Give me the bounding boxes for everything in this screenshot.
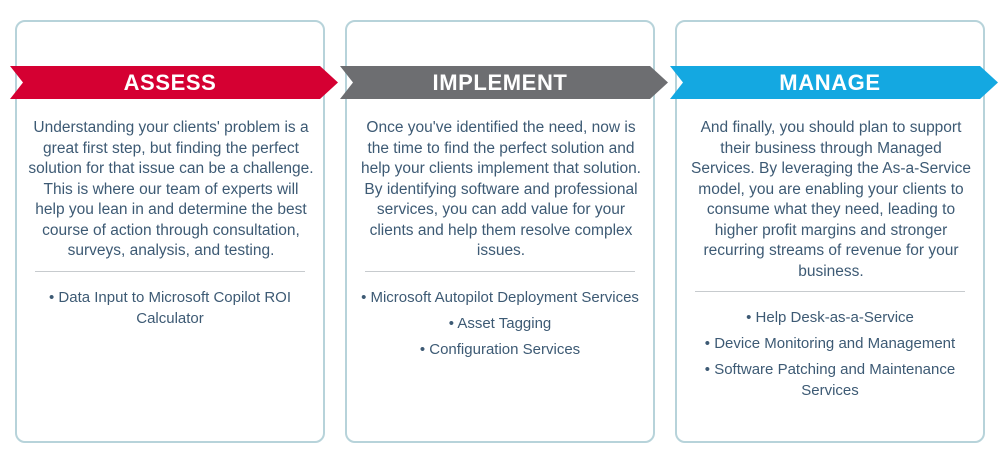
manage-body-text: And finally, you should plan to support … <box>691 119 971 280</box>
assess-body-text: Understanding your clients' problem is a… <box>28 119 314 259</box>
assess-bullet-list: Data Input to Microsoft Copilot ROI Calc… <box>27 287 313 329</box>
bullet-item: Microsoft Autopilot Deployment Services <box>357 287 643 308</box>
card-manage-content: And finally, you should plan to support … <box>677 22 983 401</box>
bullet-item: Data Input to Microsoft Copilot ROI Calc… <box>44 287 296 329</box>
manage-bullet-list: Help Desk-as-a-Service Device Monitoring… <box>687 307 973 401</box>
assess-divider <box>35 270 305 272</box>
implement-arrow-banner <box>340 66 668 99</box>
bullet-item: Software Patching and Maintenance Servic… <box>704 359 956 401</box>
implement-bullet-list: Microsoft Autopilot Deployment Services … <box>357 287 643 360</box>
bullet-item: Configuration Services <box>357 339 643 360</box>
implement-body-text: Once you've identified the need, now is … <box>360 119 641 259</box>
implement-title: IMPLEMENT <box>432 69 568 95</box>
assess-arrow-banner <box>10 66 338 99</box>
manage-title: MANAGE <box>779 69 881 95</box>
arrow-ribbon-shape <box>340 66 668 99</box>
bullet-item: Asset Tagging <box>357 313 643 334</box>
arrow-ribbon-shape <box>10 66 338 99</box>
bullet-item: Help Desk-as-a-Service <box>687 307 973 328</box>
card-assess-content: Understanding your clients' problem is a… <box>17 22 323 329</box>
manage-arrow-banner <box>670 66 998 99</box>
bullet-item: Device Monitoring and Management <box>687 333 973 354</box>
card-implement-content: Once you've identified the need, now is … <box>347 22 653 360</box>
assess-title: ASSESS <box>123 69 217 95</box>
arrow-ribbon-shape <box>670 66 998 99</box>
implement-divider <box>365 270 635 272</box>
manage-divider <box>695 291 965 292</box>
